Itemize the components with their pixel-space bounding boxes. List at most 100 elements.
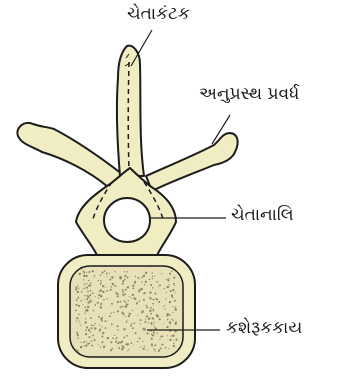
stipple-dot (154, 293, 156, 295)
stipple-dot (169, 314, 171, 316)
stipple-dot (148, 318, 150, 320)
stipple-dot (105, 327, 107, 329)
stipple-dot (91, 327, 93, 329)
stipple-dot (88, 285, 90, 287)
stipple-dot (125, 294, 126, 295)
stipple-dot (122, 294, 124, 296)
stipple-dot (129, 313, 131, 315)
left-transverse-process (17, 123, 122, 187)
stipple-dot (128, 315, 130, 317)
stipple-dot (81, 342, 82, 343)
stipple-dot (145, 319, 146, 320)
stipple-dot (158, 350, 160, 352)
stipple-dot (86, 326, 88, 328)
stipple-dot (171, 270, 172, 271)
stipple-dot (154, 333, 155, 334)
stipple-dot (151, 338, 153, 340)
stipple-dot (152, 309, 154, 311)
stipple-dot (112, 277, 114, 279)
stipple-dot (90, 300, 91, 301)
stipple-dot (83, 279, 84, 280)
stipple-dot (154, 345, 155, 346)
stipple-dot (153, 331, 155, 333)
stipple-dot (149, 310, 151, 312)
stipple-dot (109, 273, 110, 274)
stipple-dot (109, 315, 111, 317)
stipple-dot (153, 348, 155, 350)
stipple-dot (91, 345, 93, 347)
stipple-dot (111, 323, 113, 325)
stipple-dot (88, 280, 89, 281)
stipple-dot (113, 312, 114, 313)
stipple-dot (146, 315, 148, 317)
stipple-dot (146, 305, 147, 306)
stipple-dot (115, 339, 116, 340)
stipple-dot (175, 330, 177, 332)
stipple-dot (175, 323, 177, 325)
stipple-dot (87, 343, 89, 345)
stipple-dot (151, 343, 153, 345)
stipple-dot (114, 285, 116, 287)
stipple-dot (90, 282, 91, 283)
stipple-dot (100, 284, 101, 285)
stipple-dot (137, 341, 139, 343)
stipple-dot (76, 317, 78, 319)
stipple-dot (77, 298, 78, 299)
stipple-dot (143, 348, 145, 350)
stipple-dot (120, 341, 122, 343)
stipple-dot (171, 335, 173, 337)
stipple-dot (77, 291, 79, 293)
stipple-dot (169, 273, 171, 275)
stipple-dot (126, 303, 128, 305)
stipple-dot (129, 296, 130, 297)
stipple-dot (133, 294, 134, 295)
stipple-dot (75, 310, 77, 312)
stipple-dot (117, 310, 119, 312)
stipple-dot (140, 288, 142, 290)
stipple-dot (158, 301, 160, 303)
stipple-dot (131, 342, 133, 344)
stipple-dot (150, 331, 151, 332)
stipple-dot (173, 343, 174, 344)
stipple-dot (161, 344, 163, 346)
stipple-dot (83, 341, 85, 343)
stipple-dot (83, 288, 84, 289)
stipple-dot (153, 322, 154, 323)
stipple-dot (84, 312, 85, 313)
stipple-dot (101, 335, 103, 337)
stipple-dot (100, 303, 102, 305)
stipple-dot (160, 348, 162, 350)
stipple-dot (118, 347, 120, 349)
stipple-dot (86, 283, 87, 284)
stipple-dot (78, 288, 79, 289)
stipple-dot (116, 337, 118, 339)
stipple-dot (84, 283, 86, 285)
stipple-dot (102, 341, 104, 343)
stipple-dot (115, 271, 116, 272)
stipple-dot (95, 296, 96, 297)
stipple-dot (117, 301, 119, 303)
stipple-dot (117, 329, 119, 331)
stipple-dot (120, 301, 122, 303)
stipple-dot (176, 272, 177, 273)
stipple-dot (126, 320, 127, 321)
stipple-dot (164, 305, 165, 306)
stipple-dot (76, 321, 77, 322)
stipple-dot (144, 292, 146, 294)
stipple-dot (123, 328, 125, 330)
stipple-dot (173, 283, 175, 285)
stipple-dot (141, 281, 142, 282)
stipple-dot (87, 297, 88, 298)
stipple-dot (162, 336, 163, 337)
stipple-dot (142, 341, 143, 342)
stipple-dot (89, 331, 90, 332)
stipple-dot (130, 325, 132, 327)
stipple-dot (174, 300, 176, 302)
stipple-dot (99, 325, 100, 326)
stipple-dot (80, 300, 82, 302)
stipple-dot (121, 345, 123, 347)
stipple-dot (153, 310, 154, 311)
stipple-dot (85, 333, 87, 335)
stipple-dot (142, 330, 143, 331)
stipple-dot (144, 284, 145, 285)
